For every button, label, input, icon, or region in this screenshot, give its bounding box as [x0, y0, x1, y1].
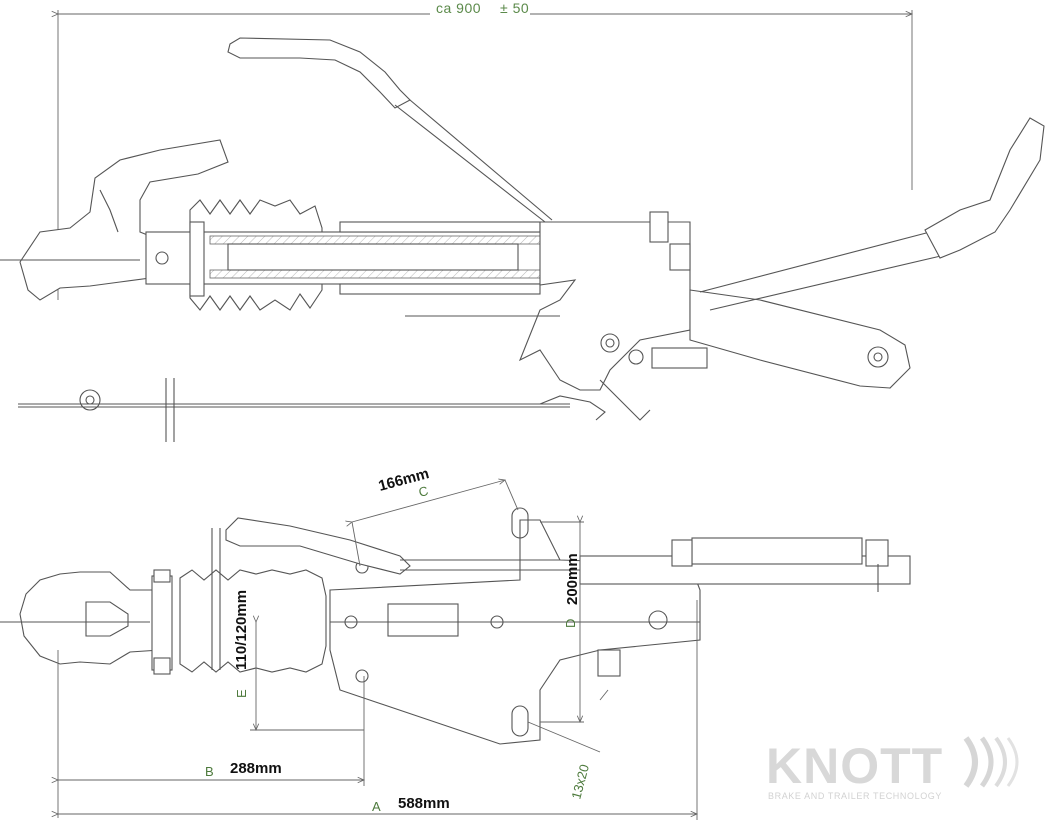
plan-bellows [179, 569, 327, 673]
lever-pivot [867, 346, 889, 368]
plan-view: 166mm C 200mm D 110/120mm E 13x20 B 288m… [0, 465, 911, 820]
logo-arc-3 [994, 736, 1007, 788]
dim-e-letter: E [234, 689, 249, 698]
plan-damper-end-2 [865, 539, 889, 567]
plan-damper-end [671, 539, 693, 567]
plan-nut-top [153, 569, 171, 583]
lever-linkage-arm [689, 289, 911, 389]
dim-c-letter: C [417, 483, 430, 500]
lever-pivot-inner [873, 352, 883, 362]
lever-clamp [651, 347, 708, 369]
dim-d-letter: D [563, 619, 578, 628]
overall-dimension-tolerance: ± 50 [500, 0, 529, 16]
plan-slot-top [511, 507, 529, 539]
upper-handle-grip [227, 37, 411, 109]
housing-bottom-plate [339, 283, 541, 295]
logo-arc-1 [963, 736, 978, 788]
cable-eye-inner [85, 395, 95, 405]
slot-leader-2 [599, 689, 609, 701]
clamp-bolt [189, 221, 205, 297]
dim-b-letter: B [205, 764, 214, 779]
dim-b-value: 288mm [230, 760, 282, 777]
dim-c-ext-2 [504, 479, 519, 511]
housing-hatch-top [209, 235, 541, 245]
slot-leader [527, 721, 601, 753]
plan-nut [597, 649, 621, 677]
dim-d-value: 200mm [564, 553, 581, 605]
dim-a-letter: A [372, 799, 381, 814]
dim-e-value: 110/120mm [233, 590, 250, 670]
bolt-nut [669, 243, 691, 271]
logo-brand: KNOTT [766, 738, 943, 794]
plan-hole-4 [355, 669, 369, 683]
damper-tube [227, 243, 519, 271]
slot-note: 13x20 [568, 763, 592, 801]
plan-slot-window [387, 603, 459, 637]
brake-body [518, 221, 691, 391]
plan-damper-body [691, 537, 863, 565]
housing-hatch-bottom [209, 269, 541, 279]
plan-coupling-socket [85, 601, 129, 637]
plan-handle-grip [225, 517, 411, 575]
logo-tagline: BRAKE AND TRAILER TECHNOLOGY [768, 791, 942, 801]
bolt-head-1 [155, 251, 169, 265]
coupling-head-detail [99, 189, 119, 233]
dim-a-value: 588mm [398, 795, 450, 812]
dim-c-ext-1 [351, 521, 361, 567]
pivot-bolt-inner [605, 338, 615, 348]
upper-handle-rod-b [409, 99, 553, 221]
plan-clamp-plate [151, 575, 173, 671]
plan-coupling-head [19, 571, 161, 665]
logo-arc-4 [1006, 737, 1019, 787]
plan-slot-bottom [511, 705, 529, 737]
pivot-bolt-2 [628, 349, 644, 365]
dim-c-line [352, 480, 505, 522]
plan-hole-3 [648, 610, 668, 630]
housing-top-plate [339, 221, 541, 233]
logo-arc-2 [979, 736, 994, 788]
overall-dimension-label: ca 900 [436, 0, 481, 16]
handbrake-rod-a [699, 231, 931, 293]
cable-hook [539, 395, 606, 421]
overall-dim-bg [430, 2, 530, 18]
plan-nut-bottom [153, 657, 171, 675]
handbrake-rod-b [709, 254, 946, 311]
side-view: ca 900 ± 50 [0, 0, 1045, 442]
bolt-block [649, 211, 669, 243]
upper-handle-rod-a [394, 104, 546, 223]
cable-eye [79, 389, 101, 411]
pivot-bolt [600, 333, 620, 353]
knott-logo: KNOTT BRAKE AND TRAILER TECHNOLOGY [766, 736, 1019, 801]
handbrake-grip [924, 117, 1045, 259]
brake-hook [599, 379, 651, 421]
